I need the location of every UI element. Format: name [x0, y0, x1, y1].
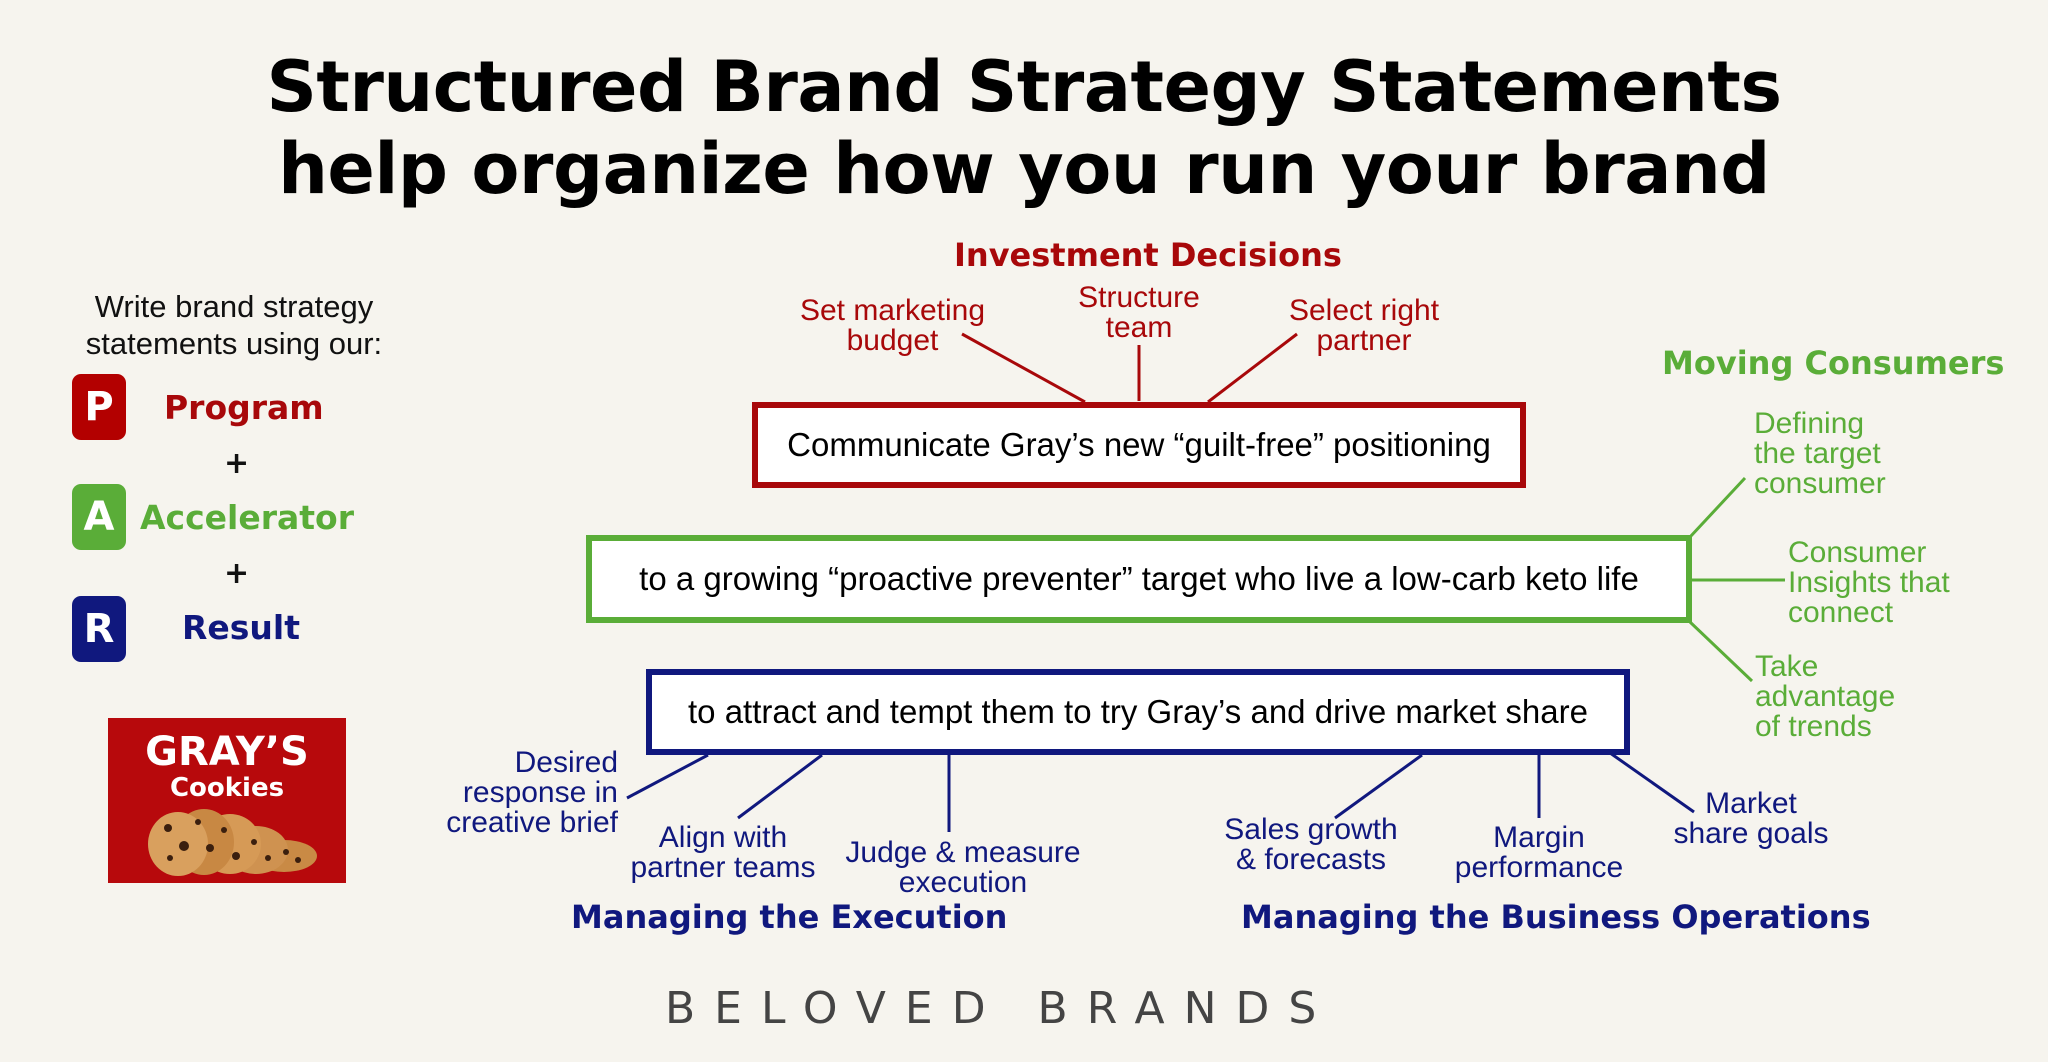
- connector-set-budget: [961, 332, 1086, 404]
- connector-select-partner: [1207, 332, 1298, 404]
- execution-item-judge-measure: Judge & measure execution: [838, 838, 1088, 898]
- badge-program: P: [72, 374, 126, 440]
- structure-team-line-2: team: [1105, 311, 1173, 344]
- legend-intro: Write brand strategy statements using ou…: [60, 288, 408, 362]
- badge-accelerator: A: [72, 484, 126, 550]
- trends-line-1: Take: [1755, 650, 1819, 683]
- set-budget-line-1: Set marketing: [799, 294, 986, 327]
- accelerator-statement-text: to a growing “proactive preventer” targe…: [639, 560, 1639, 597]
- insights-line-1: Consumer: [1788, 536, 1927, 569]
- badge-program-letter: P: [84, 384, 114, 430]
- plus-sign-1: +: [224, 446, 250, 481]
- accelerator-statement-box: to a growing “proactive preventer” targe…: [586, 535, 1692, 623]
- managing-execution-heading: Managing the Execution: [571, 898, 1008, 936]
- legend-label-accelerator: Accelerator: [140, 498, 355, 537]
- cookies-illustration: [148, 809, 317, 876]
- insights-line-2: Insights that: [1788, 566, 1950, 599]
- insights-line-3: connect: [1788, 596, 1894, 629]
- consumer-item-defining-target: Defining the target consumer: [1754, 409, 1886, 499]
- defining-target-line-2: the target: [1754, 437, 1881, 470]
- result-statement-text: to attract and tempt them to try Gray’s …: [688, 693, 1588, 730]
- consumer-item-trends: Take advantage of trends: [1755, 652, 1895, 742]
- result-statement-box: to attract and tempt them to try Gray’s …: [646, 669, 1630, 755]
- execution-item-desired-response: Desired response in creative brief: [420, 748, 618, 838]
- defining-target-line-3: consumer: [1754, 467, 1886, 500]
- market-share-line-1: Market: [1705, 787, 1797, 820]
- select-partner-line-1: Select right: [1288, 294, 1440, 327]
- operations-item-sales-growth: Sales growth & forecasts: [1210, 815, 1412, 875]
- connector-defining-target: [1688, 476, 1747, 539]
- desired-response-line-3: creative brief: [446, 806, 618, 839]
- sales-growth-line-2: & forecasts: [1235, 843, 1387, 876]
- legend-label-result: Result: [182, 608, 301, 647]
- investment-item-set-budget: Set marketing budget: [790, 296, 995, 356]
- legend-label-program: Program: [164, 388, 324, 427]
- managing-operations-heading: Managing the Business Operations: [1241, 898, 1871, 936]
- set-budget-line-2: budget: [846, 324, 939, 357]
- connector-trends: [1688, 620, 1754, 683]
- badge-accelerator-letter: A: [83, 494, 115, 540]
- connector-sales-growth: [1334, 753, 1423, 820]
- connector-align-partners: [737, 753, 823, 820]
- badge-result: R: [72, 596, 126, 662]
- desired-response-line-1: Desired: [514, 746, 618, 779]
- investment-decisions-heading: Investment Decisions: [954, 236, 1342, 274]
- desired-response-line-2: response in: [462, 776, 618, 809]
- title-line-1: Structured Brand Strategy Statements: [266, 46, 1782, 128]
- legend-intro-line-2: statements using our:: [85, 326, 383, 361]
- trends-line-2: advantage: [1755, 680, 1896, 713]
- market-share-line-2: share goals: [1673, 817, 1829, 850]
- select-partner-line-2: partner: [1316, 324, 1412, 357]
- operations-item-margin: Margin performance: [1432, 823, 1646, 883]
- logo-brand-name: GRAY’S: [145, 729, 309, 775]
- page-title: Structured Brand Strategy Statements hel…: [0, 46, 2048, 210]
- trends-line-3: of trends: [1755, 710, 1872, 743]
- beloved-brands-wordmark: BELOVED BRANDS: [665, 983, 1336, 1034]
- program-statement-box: Communicate Gray’s new “guilt-free” posi…: [752, 402, 1526, 488]
- investment-item-structure-team: Structure team: [1058, 283, 1220, 343]
- margin-line-2: performance: [1454, 851, 1624, 884]
- judge-measure-line-1: Judge & measure: [845, 836, 1081, 869]
- execution-item-align-partners: Align with partner teams: [618, 823, 828, 883]
- margin-line-1: Margin: [1493, 821, 1585, 854]
- sales-growth-line-1: Sales growth: [1224, 813, 1398, 846]
- judge-measure-line-2: execution: [898, 866, 1028, 899]
- structure-team-line-1: Structure: [1078, 281, 1200, 314]
- investment-item-select-partner: Select right partner: [1275, 296, 1453, 356]
- connector-market-share: [1602, 746, 1695, 814]
- consumer-item-insights: Consumer Insights that connect: [1788, 538, 1950, 628]
- title-line-2: help organize how you run your brand: [278, 128, 1770, 210]
- connector-desired-response: [626, 753, 709, 800]
- align-partners-line-1: Align with: [658, 821, 788, 854]
- plus-sign-2: +: [224, 556, 250, 591]
- moving-consumers-heading: Moving Consumers: [1662, 344, 2005, 382]
- legend-intro-line-1: Write brand strategy: [94, 289, 374, 324]
- grays-cookies-logo: GRAY’S Cookies: [108, 718, 346, 883]
- align-partners-line-2: partner teams: [630, 851, 816, 884]
- defining-target-line-1: Defining: [1754, 407, 1865, 440]
- badge-result-letter: R: [83, 606, 115, 652]
- logo-product-name: Cookies: [169, 773, 285, 803]
- program-statement-text: Communicate Gray’s new “guilt-free” posi…: [787, 426, 1491, 463]
- operations-item-market-share: Market share goals: [1666, 789, 1836, 849]
